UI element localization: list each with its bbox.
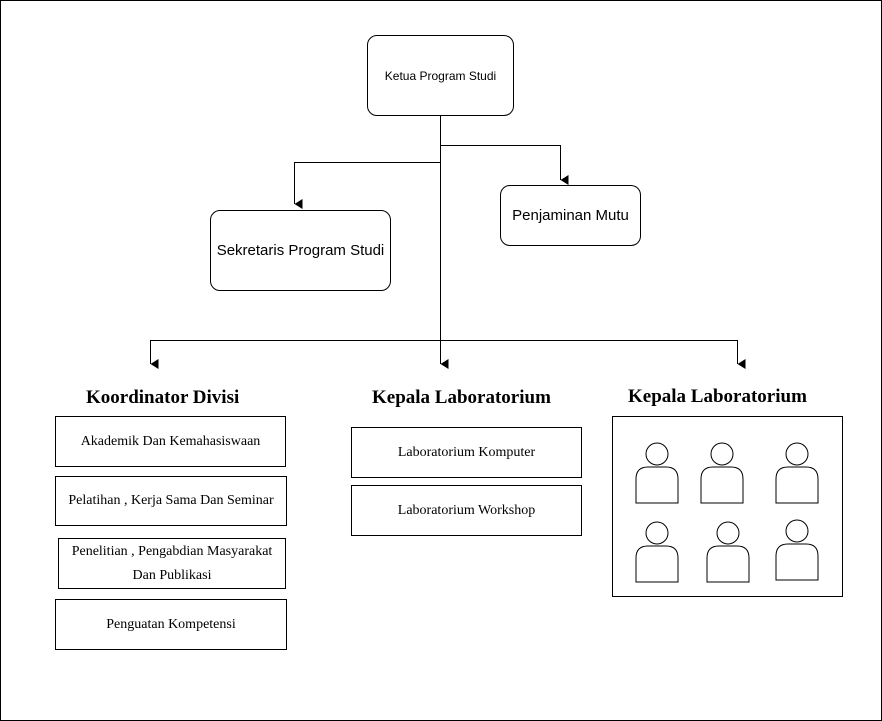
person-icon: [775, 519, 819, 581]
lab-box: Laboratorium Workshop: [351, 485, 582, 536]
lab-label: Laboratorium Workshop: [397, 502, 536, 518]
edge-to-kepala-lab-right: [440, 340, 746, 369]
division-box: Penguatan Kompetensi: [55, 599, 287, 650]
heading-kepala-laboratorium-right: Kepala Laboratorium: [628, 386, 807, 407]
person-icon: [706, 521, 750, 583]
node-label: Sekretaris Program Studi: [216, 242, 385, 259]
heading-kepala-laboratorium: Kepala Laboratorium: [372, 387, 551, 408]
person-icon: [775, 442, 819, 504]
node-label: Penjaminan Mutu: [512, 207, 629, 224]
person-icon: [635, 521, 679, 583]
person-icon: [635, 442, 679, 504]
person-icon: [700, 442, 744, 504]
division-label: Akademik Dan Kemahasiswaan: [80, 433, 261, 449]
edge-to-koordinator: [150, 340, 441, 369]
lab-box: Laboratorium Komputer: [351, 427, 582, 478]
edge-to-sekretaris: [294, 162, 441, 209]
division-label: Pelatihan , Kerja Sama Dan Seminar: [68, 493, 274, 508]
division-box: Pelatihan , Kerja Sama Dan Seminar: [55, 476, 287, 526]
node-label: Ketua Program Studi: [384, 68, 497, 83]
edge-to-penjaminan: [440, 145, 569, 185]
heading-koordinator-divisi: Koordinator Divisi: [86, 387, 240, 408]
division-label: Penelitian , Pengabdian Masyarakat Dan P…: [71, 543, 273, 583]
lab-label: Laboratorium Komputer: [397, 444, 536, 460]
division-box: Akademik Dan Kemahasiswaan: [55, 416, 286, 467]
division-box: Penelitian , Pengabdian Masyarakat Dan P…: [58, 538, 286, 589]
node-ketua-program-studi: Ketua Program Studi: [367, 35, 514, 116]
node-sekretaris-program-studi: Sekretaris Program Studi: [210, 210, 391, 291]
division-label: Penguatan Kompetensi: [106, 616, 236, 632]
node-penjaminan-mutu: Penjaminan Mutu: [500, 185, 641, 246]
